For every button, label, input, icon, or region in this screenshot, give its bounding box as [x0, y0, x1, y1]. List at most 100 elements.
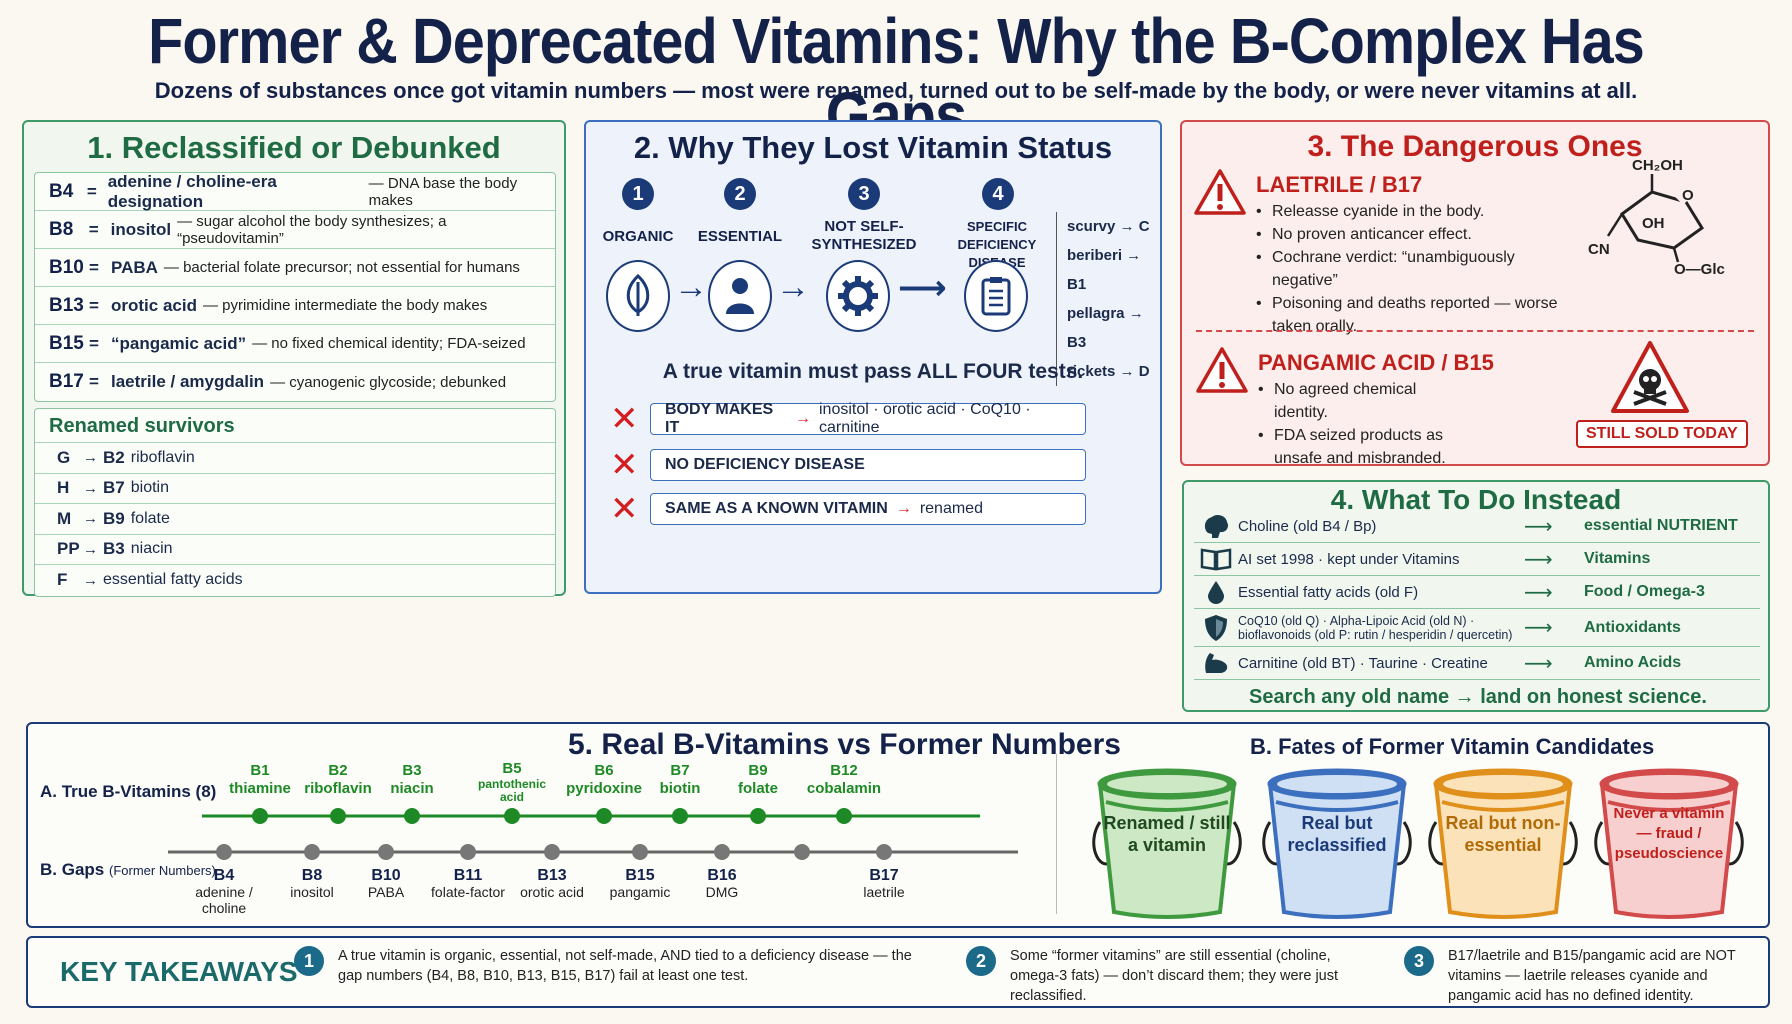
gap-dot	[876, 844, 892, 860]
search-tip: Search any old name → land on honest sci…	[1249, 686, 1707, 708]
bucket-icon	[1594, 768, 1744, 919]
true-vitamin-rule: A true vitamin must pass ALL FOUR tests.	[662, 360, 1084, 383]
vitamin-name: pantothenic acid	[478, 777, 546, 804]
vitamin-code: B8	[49, 218, 74, 240]
vitamin-code: B4	[49, 180, 74, 202]
instead-row: Choline (old B4 / Bp)⟶essential NUTRIENT	[1194, 510, 1760, 543]
gap-code: B15	[625, 867, 655, 884]
vitamin-code: B6	[594, 762, 614, 779]
arrow-icon: →	[776, 268, 810, 306]
criteria-panel: 2. Why They Lost Vitamin Status 1 2 3 4 …	[584, 120, 1162, 594]
droplet-icon	[1194, 580, 1238, 604]
gap-dot	[216, 844, 232, 860]
instead-row: Essential fatty acids (old F)⟶Food / Ome…	[1194, 576, 1760, 609]
timeline-panel: 5. Real B-Vitamins vs Former Numbers A. …	[26, 722, 1770, 928]
gap-dot	[304, 844, 320, 860]
instead-heading: 4. What To Do Instead	[1330, 484, 1622, 515]
arrow-icon: →	[83, 571, 98, 589]
vitamin-code: B13	[49, 294, 84, 316]
reclassified-heading: 1. Reclassified or Debunked	[87, 130, 501, 165]
pangamic-title: PANGAMIC ACID / B15	[1258, 350, 1494, 375]
fail-row: ✕BODY MAKES IT→inositol · orotic acid · …	[610, 401, 1086, 436]
true-vitamin-dot	[672, 808, 688, 824]
arrow-icon: →	[83, 540, 98, 558]
bucket-icon	[1428, 768, 1578, 919]
vitamin-code: B10	[49, 256, 84, 278]
x-icon: ✕	[610, 490, 639, 528]
equals-sign: =	[89, 295, 99, 315]
true-vitamin-dot	[750, 808, 766, 824]
molecule-label: CN	[1588, 241, 1610, 258]
gap-name: adenine / choline	[195, 884, 253, 916]
vitamin-name: biotin	[659, 780, 701, 797]
vitamin-name: biotin	[130, 479, 169, 497]
arrow-icon: ⟶	[1524, 581, 1553, 604]
vitamin-name: cobalamin	[806, 780, 882, 797]
equals-sign: =	[89, 333, 99, 353]
reclassified-list: B4=adenine / choline-era designation— DN…	[34, 172, 556, 402]
vitamin-name: folate	[130, 509, 170, 527]
vitamin-name: pyridoxine	[566, 780, 642, 797]
instead-panel: 4. What To Do Instead Choline (old B4 / …	[1182, 480, 1770, 712]
equals-sign: =	[86, 181, 97, 201]
vitamin-code: B9	[748, 762, 768, 779]
molecule-label: OH	[1642, 215, 1665, 232]
vitamin-code: B2	[328, 762, 348, 779]
deficiency-item: pellagra → B3	[1067, 305, 1144, 351]
step-number: 3	[848, 178, 880, 210]
gap-dot	[378, 844, 394, 860]
gap-name: laetrile	[863, 884, 905, 900]
gap-name: folate-factor	[431, 884, 505, 900]
molecule-label: O	[1682, 187, 1694, 204]
takeaway-text: A true vitamin is organic, essential, no…	[338, 948, 912, 984]
bucket-label: Real but non-essential	[1445, 813, 1561, 855]
instead-left: CoQ10 (old Q) · Alpha-Lipoic Acid (old N…	[1238, 613, 1513, 642]
step-number: 4	[982, 178, 1014, 210]
fates-heading: B. Fates of Former Vitamin Candidates	[1250, 734, 1655, 759]
muscle-icon	[1194, 651, 1238, 675]
substance-desc: — sugar alcohol the body synthesizes; a …	[177, 212, 447, 247]
substance-desc: — DNA base the body makes	[368, 174, 518, 209]
arrow-icon: ⟶	[1524, 548, 1553, 571]
arrow-icon: ⟶	[898, 269, 947, 307]
old-letter: H	[57, 478, 70, 498]
reclassified-row: B15=“pangamic acid”— no fixed chemical i…	[35, 325, 555, 363]
step-number: 2	[724, 178, 756, 210]
vitamin-name: riboflavin	[130, 448, 195, 466]
true-vitamin-dot	[252, 808, 268, 824]
arrow-icon: →	[895, 500, 912, 517]
arrow-icon: →	[83, 449, 98, 467]
laetrile-molecule: CH₂OH O OH CN O—Glc	[1588, 157, 1725, 274]
gap-name: DMG	[705, 884, 739, 900]
warning-icon	[1194, 169, 1246, 215]
bullet: No agreed chemical identity.	[1258, 378, 1468, 424]
step-number: 1	[622, 178, 654, 210]
gap-dot	[714, 844, 730, 860]
instead-left: AI set 1998 · kept under Vitamins	[1238, 550, 1460, 568]
warning-icon	[1196, 347, 1248, 393]
fail-row: ✕NO DEFICIENCY DISEASE	[610, 448, 1086, 482]
bullet: Cochrane verdict: “unambiguously negativ…	[1256, 246, 1566, 292]
timeline-heading: 5. Real B-Vitamins vs Former Numbers	[568, 728, 1121, 761]
reclassified-row: B10=PABA— bacterial folate precursor; no…	[35, 249, 555, 287]
vitamin-code: B1	[250, 762, 270, 779]
reclassified-row: B8=inositol— sugar alcohol the body synt…	[35, 211, 555, 249]
pangamic-bullets: No agreed chemical identity. FDA seized …	[1258, 378, 1468, 470]
instead-row: CoQ10 (old Q) · Alpha-Lipoic Acid (old N…	[1194, 609, 1760, 647]
substance-name: inositol	[110, 219, 172, 239]
fail-row: ✕SAME AS A KNOWN VITAMIN→renamed	[610, 492, 1086, 526]
old-letter: G	[57, 447, 71, 467]
instead-right: essential NUTRIENT	[1584, 517, 1738, 534]
